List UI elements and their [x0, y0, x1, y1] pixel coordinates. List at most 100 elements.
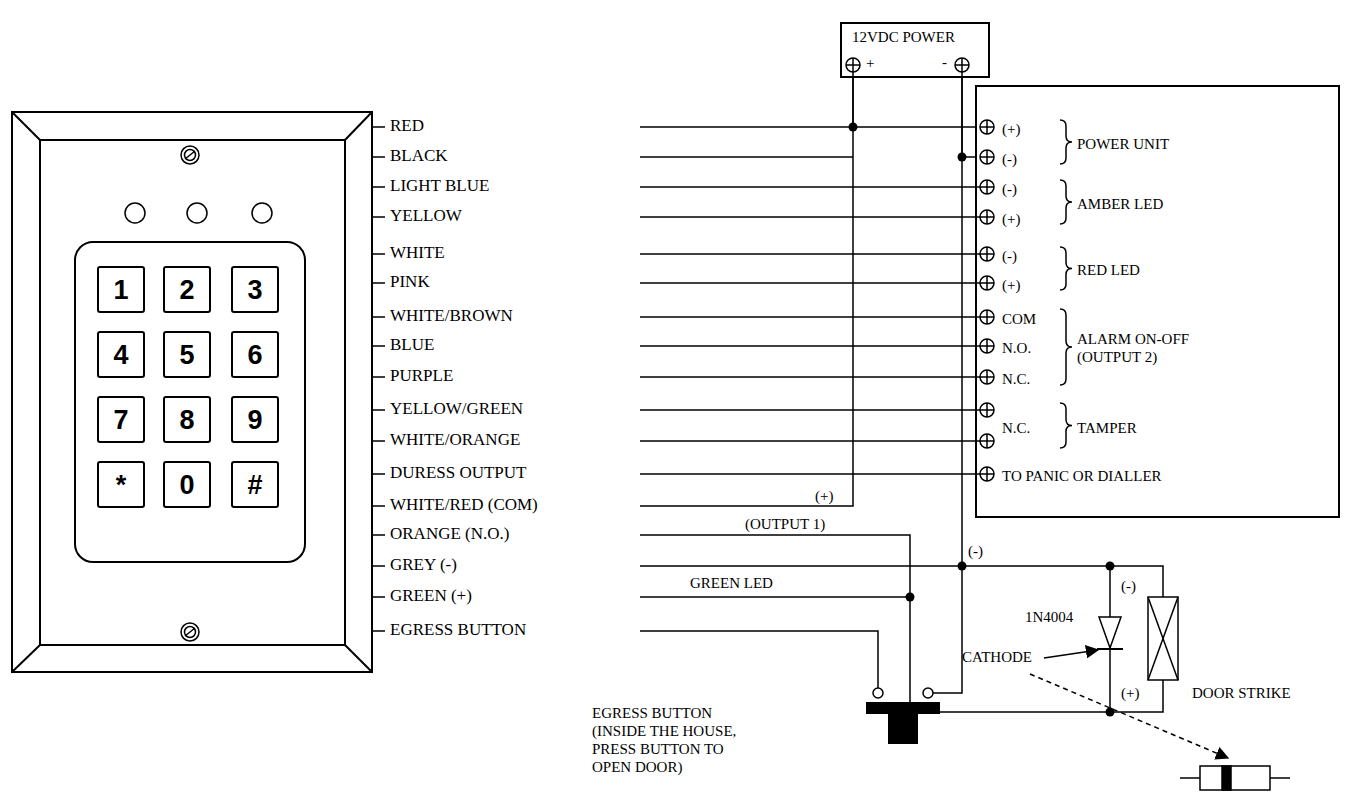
- terminal: [980, 276, 994, 290]
- key-label: 0: [179, 470, 194, 500]
- wire-color-label: LIGHT BLUE: [390, 177, 489, 195]
- signal-label: GREEN LED: [690, 574, 773, 592]
- status-led: [125, 203, 272, 223]
- signal-label: CATHODE: [962, 648, 1032, 666]
- key-label: *: [116, 470, 127, 500]
- wire-color-label: PINK: [390, 273, 430, 291]
- terminal-label: ALARM ON-OFF (OUTPUT 2): [1077, 330, 1227, 366]
- terminal: [980, 467, 994, 481]
- wire-color-label: ORANGE (N.O.): [390, 525, 509, 543]
- control-panel-box: (+)(-)POWER UNIT(-)(+)AMBER LED(-)(+)RED…: [975, 85, 1340, 518]
- wire: [640, 127, 980, 474]
- power-wire: [962, 78, 975, 157]
- signal-label: (+): [1121, 684, 1139, 702]
- wire-color-label: WHITE/RED (COM): [390, 496, 538, 514]
- wire-stub: [372, 253, 385, 255]
- keypad-key: 5: [163, 331, 211, 378]
- keypad-key: 0: [163, 461, 211, 508]
- wire-stub: [372, 127, 385, 631]
- terminal-label: COM: [1002, 310, 1036, 328]
- signal-label: (OUTPUT 1): [745, 515, 825, 533]
- wire: [640, 473, 980, 475]
- wire-stub: [372, 156, 385, 158]
- terminal-label: TO PANIC OR DIALLER: [1002, 467, 1162, 485]
- keypad-plate: [12, 112, 372, 672]
- wire-stub: [372, 186, 385, 188]
- keypad-key: 3: [231, 266, 279, 313]
- keypad-key: *: [97, 461, 145, 508]
- terminal-label: POWER UNIT: [1077, 135, 1169, 153]
- wire-stub: [372, 345, 385, 347]
- signal-label: (+): [815, 487, 833, 505]
- wire-color-label: WHITE/ORANGE: [390, 431, 520, 449]
- wire-color-label: EGRESS BUTTON: [390, 621, 526, 639]
- keypad-key: 6: [231, 331, 279, 378]
- keypad-key: 1: [97, 266, 145, 313]
- keypad-key: 2: [163, 266, 211, 313]
- terminal-label: (-): [1002, 180, 1017, 198]
- key-label: 6: [247, 340, 262, 370]
- keypad-key: 7: [97, 396, 145, 443]
- wire: [640, 409, 980, 411]
- terminal: [980, 120, 994, 134]
- terminal-label: N.C.: [1002, 419, 1030, 437]
- bracket: [1060, 403, 1072, 448]
- wire: [640, 186, 980, 188]
- terminal-label: +: [866, 54, 874, 72]
- terminal-label: (+): [1002, 120, 1020, 138]
- junction-dot: [849, 123, 1115, 717]
- key-label: #: [247, 470, 262, 500]
- terminal: [980, 150, 994, 164]
- terminal-label: (-): [1002, 150, 1017, 168]
- wire-stub: [372, 505, 385, 507]
- terminal-label: AMBER LED: [1077, 195, 1163, 213]
- terminal-label: (+): [1002, 210, 1020, 228]
- wire-color-label: YELLOW/GREEN: [390, 400, 523, 418]
- keypad-key: 4: [97, 331, 145, 378]
- terminal-label: N.C.: [1002, 370, 1030, 388]
- cathode-pointer: [1030, 650, 1228, 758]
- wire: [640, 126, 853, 128]
- wire-stub: [372, 316, 385, 318]
- wire-color-label: DURESS OUTPUT: [390, 464, 527, 482]
- bracket: [1060, 247, 1072, 290]
- key-label: 8: [179, 405, 194, 435]
- signal-label: EGRESS BUTTON (INSIDE THE HOUSE, PRESS B…: [592, 704, 760, 776]
- power-wire: [853, 78, 975, 127]
- wire-color-label: BLUE: [390, 336, 434, 354]
- terminal: [980, 180, 994, 194]
- wire-stub: [372, 534, 385, 536]
- terminal: [980, 310, 994, 324]
- terminal: [980, 370, 994, 384]
- wire-stub: [372, 440, 385, 442]
- key-label: 7: [113, 405, 128, 435]
- terminal-label: N.O.: [1002, 339, 1031, 357]
- wire: [640, 253, 980, 255]
- bracket: [1060, 120, 1072, 448]
- wire-color-label: RED: [390, 117, 424, 135]
- wire: [640, 316, 980, 318]
- wire-color-label: BLACK: [390, 147, 448, 165]
- wire-stub: [372, 376, 385, 378]
- wire: [640, 216, 980, 218]
- wire-stub: [372, 216, 385, 218]
- terminal: [980, 339, 994, 353]
- door-strike-symbol: [1148, 597, 1178, 680]
- wire-color-label: PURPLE: [390, 367, 453, 385]
- wire-color-label: GREEN (+): [390, 587, 472, 605]
- wire-color-label: WHITE: [390, 244, 445, 262]
- diode-component: [1180, 766, 1290, 790]
- bracket: [1060, 120, 1072, 164]
- egress-button-symbol: [866, 688, 940, 744]
- key-label: 2: [179, 275, 194, 305]
- wire: [640, 345, 980, 347]
- wire: [640, 376, 980, 378]
- bracket: [1060, 180, 1072, 224]
- wire: [640, 440, 980, 442]
- diode-symbol: [1097, 617, 1123, 649]
- wire-stub: [372, 473, 385, 475]
- key-label: 5: [179, 340, 194, 370]
- wire-stub: [372, 596, 385, 598]
